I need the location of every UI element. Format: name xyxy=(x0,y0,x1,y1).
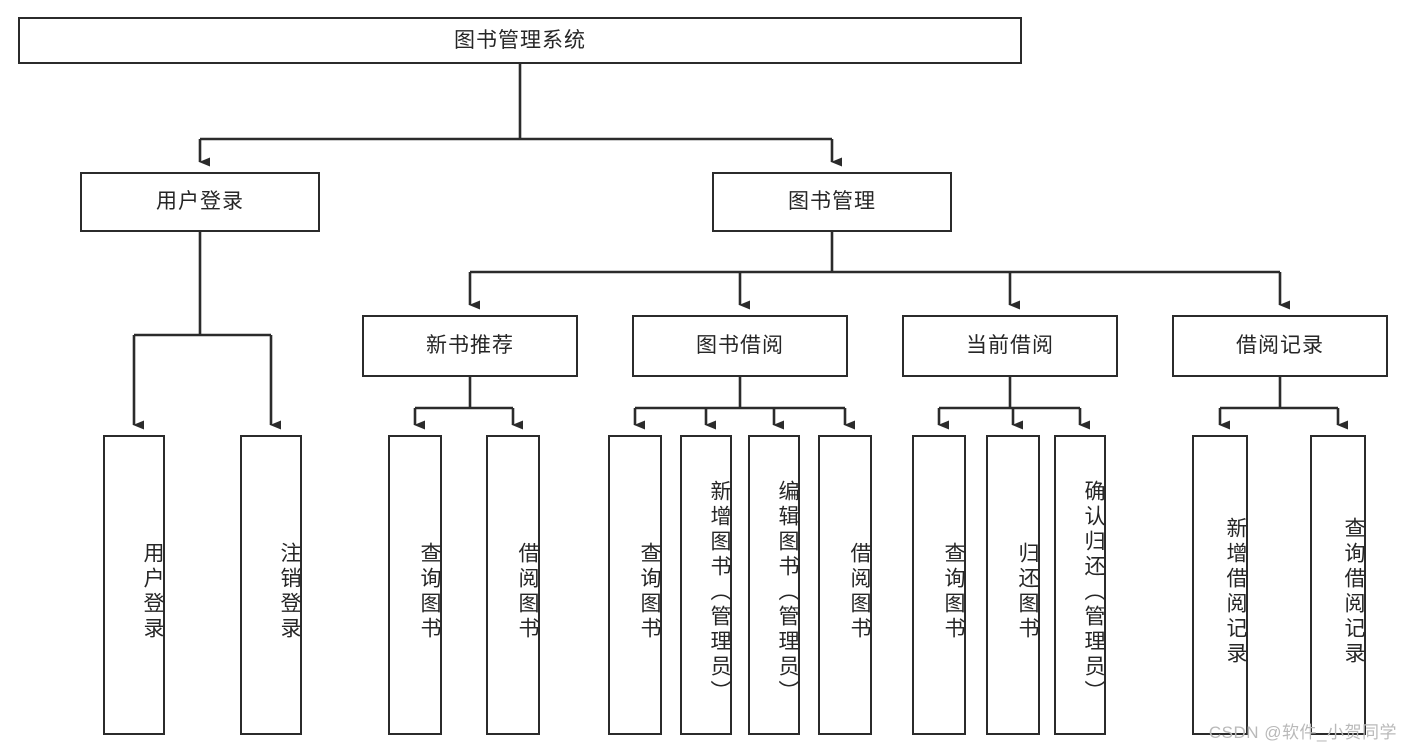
node-user-login[interactable]: 用户登录 xyxy=(80,172,320,232)
leaf-query-book-current-label: 查询图书 xyxy=(942,542,965,642)
leaf-add-book-admin[interactable]: 新增图书（管理员） xyxy=(680,435,732,735)
leaf-query-book-newrec-label: 查询图书 xyxy=(418,542,441,642)
node-borrow-record[interactable]: 借阅记录 xyxy=(1172,315,1388,377)
leaf-confirm-return-admin[interactable]: 确认归还（管理员） xyxy=(1054,435,1106,735)
node-current-borrow[interactable]: 当前借阅 xyxy=(902,315,1118,377)
node-book-management[interactable]: 图书管理 xyxy=(712,172,952,232)
leaf-borrow-book-newrec-label: 借阅图书 xyxy=(516,542,539,642)
leaf-user-login[interactable]: 用户登录 xyxy=(103,435,165,735)
node-root-label: 图书管理系统 xyxy=(454,28,586,52)
leaf-query-book-current[interactable]: 查询图书 xyxy=(912,435,966,735)
leaf-query-book-borrow-label: 查询图书 xyxy=(638,542,661,642)
node-new-book-recommend[interactable]: 新书推荐 xyxy=(362,315,578,377)
leaf-edit-book-admin-label: 编辑图书（管理员） xyxy=(776,479,799,705)
node-current-borrow-label: 当前借阅 xyxy=(966,334,1054,358)
node-new-book-recommend-label: 新书推荐 xyxy=(426,334,514,358)
leaf-edit-book-admin[interactable]: 编辑图书（管理员） xyxy=(748,435,800,735)
leaf-return-book[interactable]: 归还图书 xyxy=(986,435,1040,735)
leaf-logout[interactable]: 注销登录 xyxy=(240,435,302,735)
leaf-add-borrow-record-label: 新增借阅记录 xyxy=(1224,517,1247,667)
leaf-add-borrow-record[interactable]: 新增借阅记录 xyxy=(1192,435,1248,735)
leaf-add-book-admin-label: 新增图书（管理员） xyxy=(708,479,731,705)
leaf-borrow-book-newrec[interactable]: 借阅图书 xyxy=(486,435,540,735)
leaf-query-book-borrow[interactable]: 查询图书 xyxy=(608,435,662,735)
leaf-logout-label: 注销登录 xyxy=(278,542,301,642)
leaf-query-book-newrec[interactable]: 查询图书 xyxy=(388,435,442,735)
leaf-borrow-book-label: 借阅图书 xyxy=(848,542,871,642)
node-root[interactable]: 图书管理系统 xyxy=(18,17,1022,64)
leaf-confirm-return-admin-label: 确认归还（管理员） xyxy=(1082,479,1105,705)
leaf-user-login-label: 用户登录 xyxy=(141,542,164,642)
leaf-query-borrow-record[interactable]: 查询借阅记录 xyxy=(1310,435,1366,735)
node-book-management-label: 图书管理 xyxy=(788,190,876,214)
node-book-borrow[interactable]: 图书借阅 xyxy=(632,315,848,377)
node-book-borrow-label: 图书借阅 xyxy=(696,334,784,358)
node-borrow-record-label: 借阅记录 xyxy=(1236,334,1324,358)
leaf-query-borrow-record-label: 查询借阅记录 xyxy=(1342,517,1365,667)
node-user-login-label: 用户登录 xyxy=(156,190,244,214)
leaf-borrow-book[interactable]: 借阅图书 xyxy=(818,435,872,735)
leaf-return-book-label: 归还图书 xyxy=(1016,542,1039,642)
